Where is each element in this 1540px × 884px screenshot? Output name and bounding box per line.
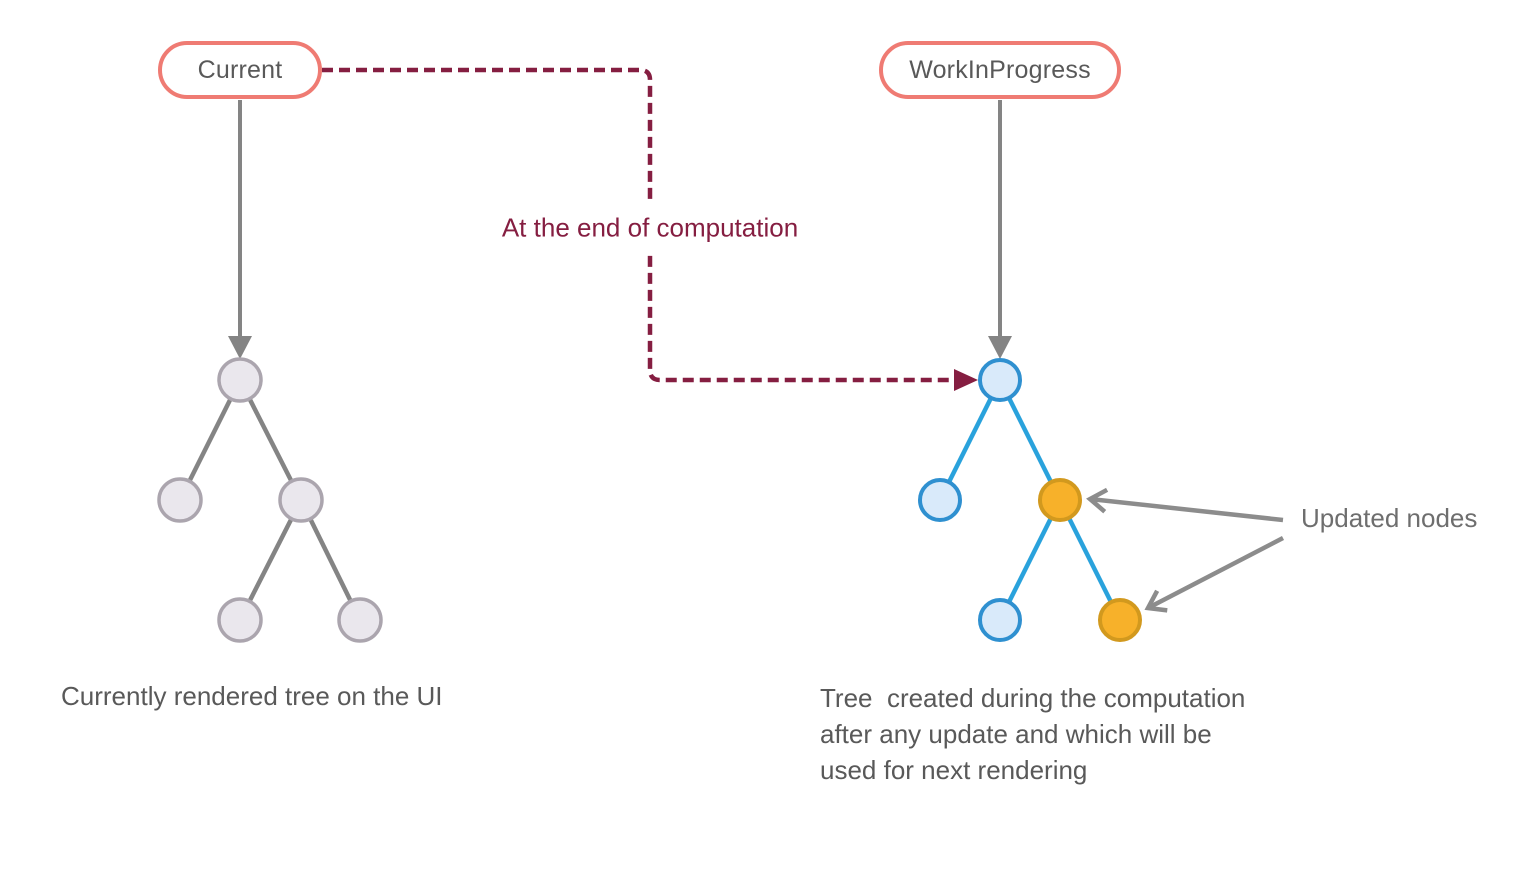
updated-nodes-arrow-bottom [1144,536,1285,613]
wip-node-child-left [918,478,962,522]
transition-label: At the end of computation [487,202,813,254]
work-in-progress-label: WorkInProgress [909,55,1091,84]
wip-edge-root-left [937,378,1003,502]
current-node-root [217,357,263,403]
current-label-pill: Current [158,41,322,99]
wip-node-grandchild-right-updated [1098,598,1142,642]
wip-node-child-right-updated [1038,478,1082,522]
wip-edge-right-grandleft [997,498,1063,622]
current-node-child-right [278,477,324,523]
current-tree [157,100,383,643]
updated-nodes-label: Updated nodes [1301,503,1478,533]
current-tree-caption: Currently rendered tree on the UI [61,681,443,711]
wip-node-root [978,358,1022,402]
work-in-progress-label-pill: WorkInProgress [879,41,1121,99]
wip-edge-right-grandright [1057,498,1123,622]
current-node-child-left [157,477,203,523]
updated-nodes-arrows [1086,487,1285,613]
current-node-grandchild-left [217,597,263,643]
current-pointer-arrowhead-icon [228,336,252,359]
current-label: Current [197,55,283,84]
transition-arrowhead-icon [954,369,978,391]
work-in-progress-tree-caption: Tree created during the computation afte… [820,683,1246,785]
work-in-progress-tree [918,100,1142,642]
wip-node-grandchild-left [978,598,1022,642]
updated-nodes-arrow-top [1086,487,1284,523]
wip-edge-root-right [997,378,1063,502]
current-node-grandchild-right [337,597,383,643]
wip-pointer-arrowhead-icon [988,336,1012,359]
